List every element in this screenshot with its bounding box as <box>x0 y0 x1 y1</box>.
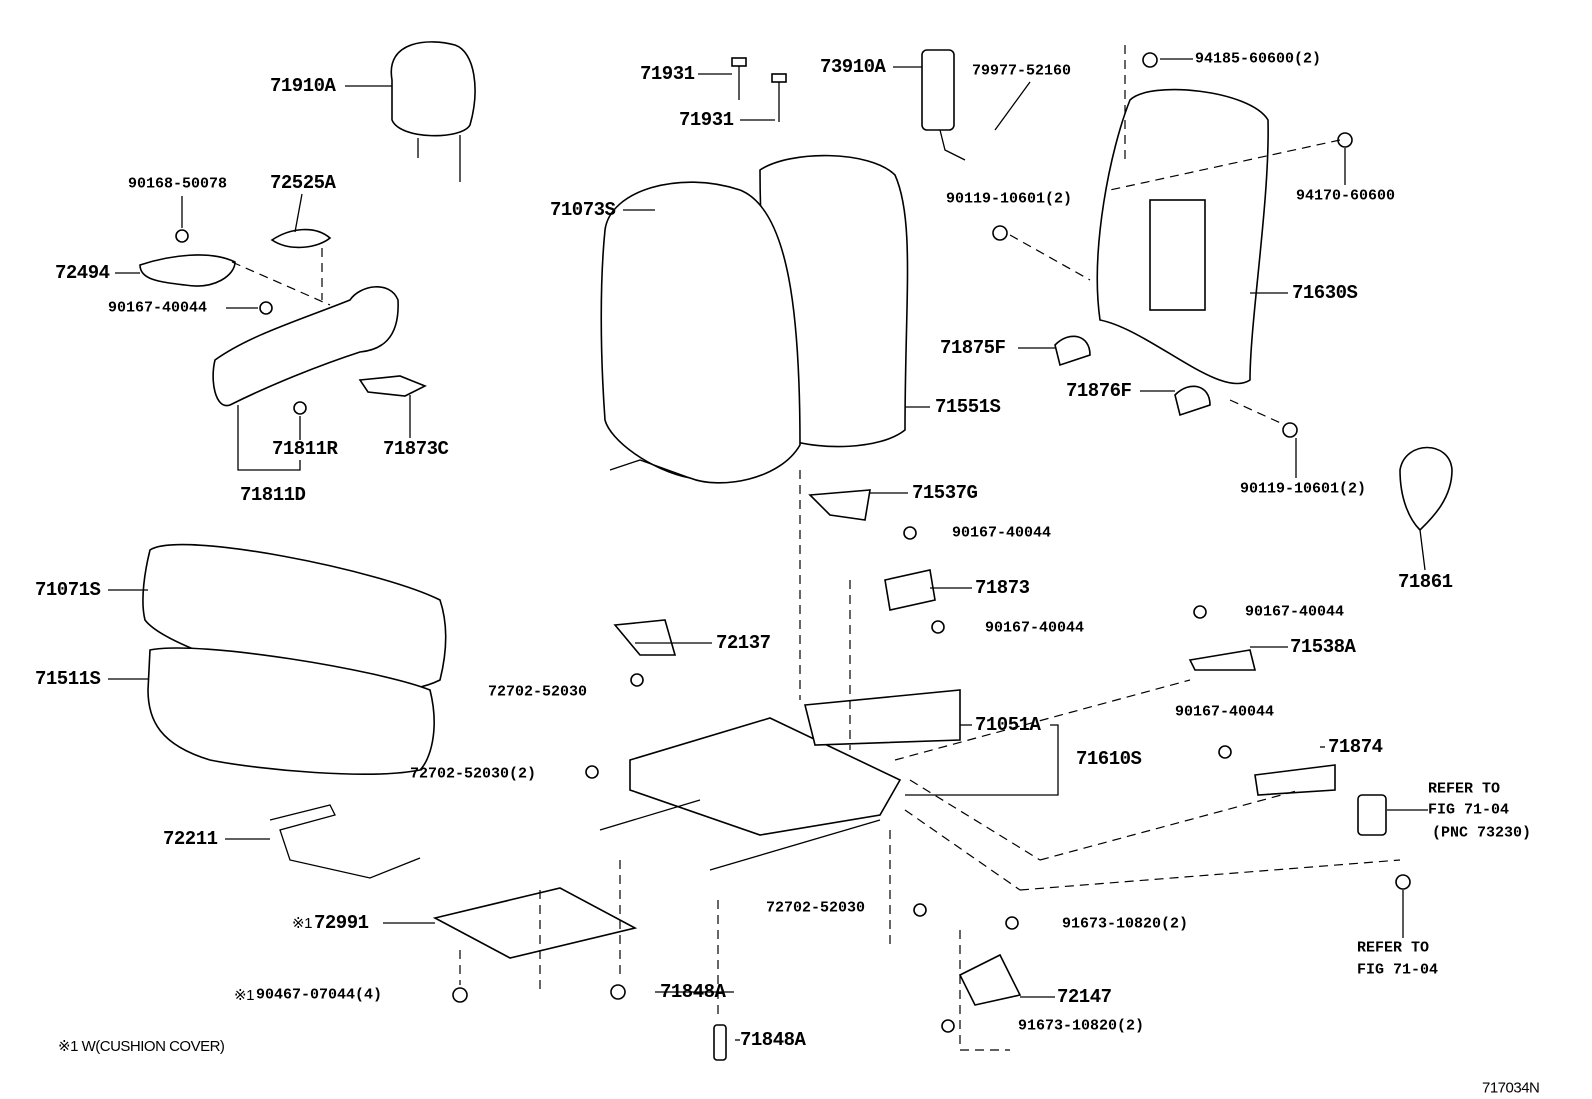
guides-airbag-drawing <box>698 49 1031 161</box>
part-label-71511S[interactable]: 71511S <box>35 668 101 690</box>
part-label-71848A[interactable]: 71848A <box>740 1029 806 1051</box>
refer-to-label[interactable]: REFER TO <box>1428 780 1501 798</box>
part-label-71051A[interactable]: 71051A <box>975 714 1041 736</box>
part-label-71537G[interactable]: 71537G <box>912 482 978 504</box>
footnote-mark: ※1 <box>234 987 254 1004</box>
part-label-90119-10601[interactable]: 90119-10601(2) <box>946 190 1073 208</box>
refer-fig-label[interactable]: FIG 71-04 <box>1428 801 1510 819</box>
part-label-72991[interactable]: 72991 <box>314 912 369 934</box>
footnote-mark: ※1 <box>292 915 312 932</box>
part-label-72702-52030[interactable]: 72702-52030 <box>488 683 588 701</box>
part-label-72137[interactable]: 72137 <box>716 632 771 654</box>
part-label-71910A[interactable]: 71910A <box>270 75 336 97</box>
part-label-71811R[interactable]: 71811R <box>272 438 338 460</box>
part-label-90167-40044[interactable]: 90167-40044 <box>985 619 1085 637</box>
figure-id: 717034N <box>1482 1079 1540 1097</box>
part-label-71873C[interactable]: 71873C <box>383 438 449 460</box>
part-label-72211[interactable]: 72211 <box>163 828 218 850</box>
part-label-91673-10820[interactable]: 91673-10820(2) <box>1062 915 1189 933</box>
part-label-94170-60600[interactable]: 94170-60600 <box>1296 187 1396 205</box>
part-label-73910A[interactable]: 73910A <box>820 56 886 78</box>
back-frame-drawing <box>992 45 1353 478</box>
footnote: ※1 W(CUSHION COVER) <box>58 1038 225 1055</box>
part-label-90467-07044[interactable]: 90467-07044(4) <box>256 986 383 1004</box>
refer-to-label[interactable]: REFER TO <box>1357 939 1430 957</box>
part-label-90167-40044[interactable]: 90167-40044 <box>1175 703 1275 721</box>
part-label-72702-52030[interactable]: 72702-52030(2) <box>410 765 537 783</box>
part-label-71811D[interactable]: 71811D <box>240 484 306 506</box>
part-label-71551S[interactable]: 71551S <box>935 396 1001 418</box>
part-label-71875F[interactable]: 71875F <box>940 337 1006 359</box>
part-label-90167-40044[interactable]: 90167-40044 <box>1245 603 1345 621</box>
part-label-71848A[interactable]: 71848A <box>660 981 726 1003</box>
part-label-71873[interactable]: 71873 <box>975 577 1030 599</box>
part-label-72494[interactable]: 72494 <box>55 262 110 284</box>
part-label-72147[interactable]: 72147 <box>1057 986 1112 1008</box>
part-label-71538A[interactable]: 71538A <box>1290 636 1356 658</box>
headrest-drawing <box>345 41 476 182</box>
part-label-71610S[interactable]: 71610S <box>1076 748 1142 770</box>
cushion-drawing <box>108 543 447 879</box>
part-label-71874[interactable]: 71874 <box>1328 736 1383 758</box>
part-label-94185-60600[interactable]: 94185-60600(2) <box>1195 50 1322 68</box>
knob-drawing <box>1399 446 1453 571</box>
part-label-71630S[interactable]: 71630S <box>1292 282 1358 304</box>
part-label-71876F[interactable]: 71876F <box>1066 380 1132 402</box>
part-label-72702-52030[interactable]: 72702-52030 <box>766 899 866 917</box>
seat-frame-drawing <box>383 470 1428 1061</box>
part-label-90119-10601[interactable]: 90119-10601(2) <box>1240 480 1367 498</box>
part-label-71931[interactable]: 71931 <box>640 63 695 85</box>
seatback-drawing <box>600 154 930 484</box>
part-label-71071S[interactable]: 71071S <box>35 579 101 601</box>
part-label-90168-50078[interactable]: 90168-50078 <box>128 175 228 193</box>
part-label-90167-40044[interactable]: 90167-40044 <box>952 524 1052 542</box>
refer-fig-label[interactable]: FIG 71-04 <box>1357 961 1439 979</box>
part-label-71073S[interactable]: 71073S <box>550 199 616 221</box>
part-label-72525A[interactable]: 72525A <box>270 172 336 194</box>
part-label-71861[interactable]: 71861 <box>1398 571 1453 593</box>
shield-drawing <box>115 193 427 471</box>
refer-pnc-label[interactable]: (PNC 73230) <box>1432 824 1532 842</box>
part-label-90167-40044[interactable]: 90167-40044 <box>108 299 208 317</box>
part-label-91673-10820[interactable]: 91673-10820(2) <box>1018 1017 1145 1035</box>
part-label-71931[interactable]: 71931 <box>679 109 734 131</box>
part-label-79977-52160[interactable]: 79977-52160 <box>972 62 1072 80</box>
